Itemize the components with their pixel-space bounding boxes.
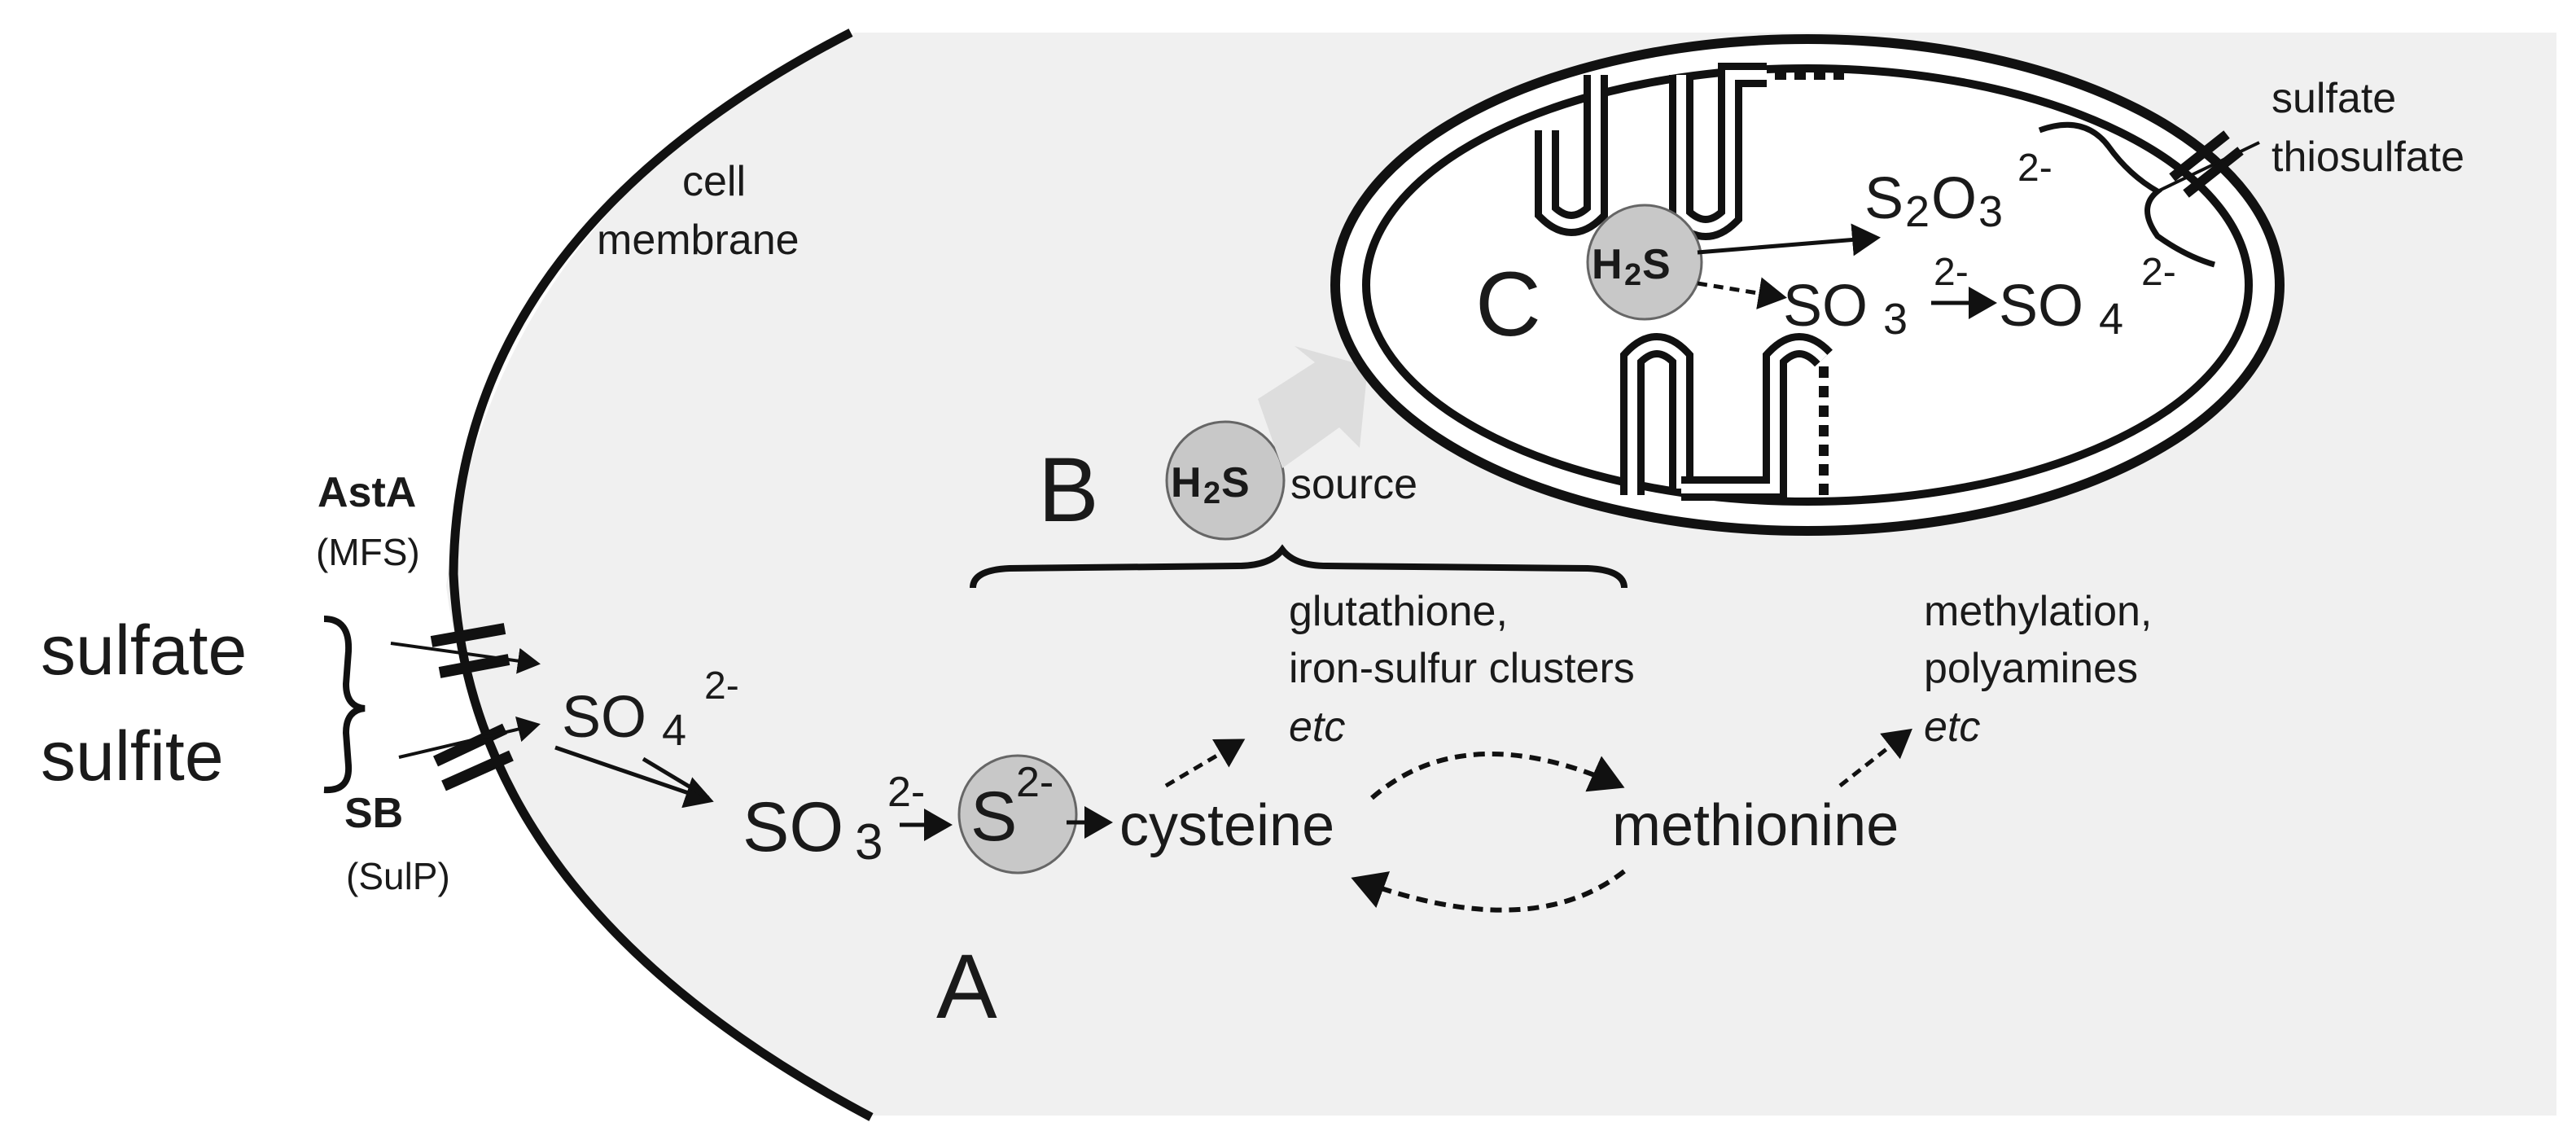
- sulfide-node: [957, 754, 1078, 875]
- methionine-products-arrow: [1838, 728, 1912, 787]
- sulfate-import-arrow: [390, 642, 541, 674]
- section-c-letter: C: [1475, 253, 1541, 355]
- h2s-source-label: source: [1290, 461, 1417, 508]
- cysteine-to-methionine-arrow: [1370, 751, 1625, 800]
- exported-products-label: sulfate thiosulfate: [2272, 75, 2464, 181]
- sb-transporter-name: SB: [344, 790, 403, 837]
- sulfide-ion-label: S2-: [970, 759, 1054, 856]
- h2s-to-thiosulfate-arrow: [1697, 223, 1881, 256]
- h2s-to-mitochondrion-arrow: [1258, 346, 1368, 468]
- sulfate-to-sulfite-arrow: [554, 745, 714, 809]
- crista-bottom-left-inner: [1628, 340, 1686, 495]
- h2s-source-node: [1165, 420, 1286, 541]
- methionine-label: methionine: [1612, 793, 1899, 858]
- h2s-source-brace: [970, 544, 1628, 589]
- section-b-letter: B: [1038, 439, 1099, 541]
- methionine-products-label: methylation, polyamines etc: [1924, 588, 2164, 751]
- mitochondrial-h2s-node: [1586, 204, 1703, 321]
- cell-membrane-line: [449, 28, 874, 1121]
- h2s-to-sulfite-arrow: [1697, 277, 1787, 309]
- section-a-letter: A: [936, 936, 997, 1037]
- sb-transporter-family: (SulP): [346, 855, 450, 897]
- cell-membrane-label: cell membrane: [597, 158, 800, 264]
- crista-top-right-inner: [1676, 70, 1767, 233]
- external-sulfate-label: sulfate: [41, 612, 247, 690]
- h2s-source-node-label: H2S: [1171, 459, 1250, 511]
- sulfate-to-sulfite-arrow-2: [642, 756, 710, 800]
- cysteine-products-label: glutathione, iron-sulfur clusters etc: [1289, 588, 1646, 751]
- sulfite-import-arrow: [398, 716, 541, 759]
- cysteine-label: cysteine: [1119, 793, 1334, 858]
- export-channel-icon: [2169, 130, 2244, 198]
- asta-transporter-family: (MFS): [316, 531, 420, 573]
- export-arrow-line: [2157, 141, 2260, 193]
- crista-bottom-right-inner: [1681, 340, 1828, 493]
- external-brace: [323, 616, 366, 794]
- methionine-to-cysteine-arrow: [1351, 869, 1626, 913]
- cysteine-products-arrow: [1164, 739, 1246, 788]
- asta-channel-icon: [430, 623, 510, 678]
- thiosulfate-ion-label: S2O32-: [1864, 147, 2052, 236]
- crista-top-left-inner: [1542, 75, 1601, 229]
- export-brace: [2038, 121, 2215, 268]
- mitochondrial-h2s-label: H2S: [1592, 241, 1671, 292]
- asta-transporter-name: AstA: [318, 469, 416, 516]
- external-sulfite-label: sulfite: [41, 717, 224, 796]
